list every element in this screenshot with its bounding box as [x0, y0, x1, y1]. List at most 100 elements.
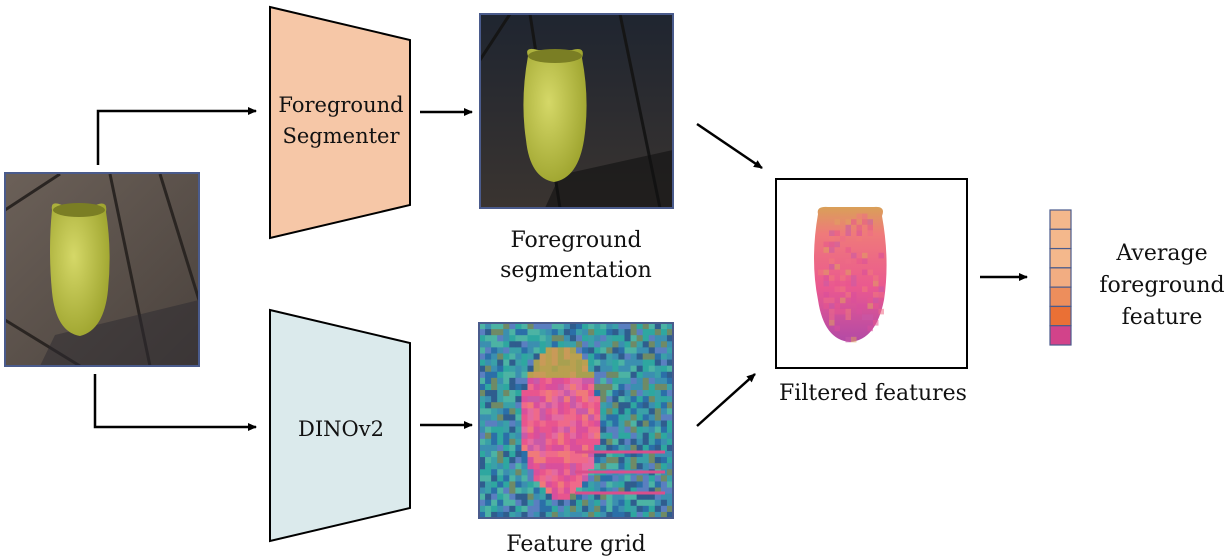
feature-grid-cell	[618, 414, 625, 421]
feature-grid-cell	[545, 499, 553, 507]
feature-grid-cell	[630, 323, 638, 330]
feature-grid-cell	[660, 335, 668, 342]
feature-grid-cell	[606, 499, 613, 507]
feature-grid-cell	[479, 493, 486, 501]
feature-grid-cell	[642, 450, 650, 458]
feature-grid-cell	[569, 450, 577, 458]
feature-grid-cell	[545, 329, 553, 336]
feature-grid-cell	[612, 444, 619, 452]
feature-grid-cell	[618, 463, 625, 470]
feature-grid-cell	[509, 450, 516, 458]
feature-grid-cell	[485, 353, 492, 360]
feature-grid-cell	[654, 457, 662, 464]
feature-grid-cell	[636, 353, 644, 360]
feature-grid-cell	[666, 432, 673, 440]
feature-grid-cell	[642, 487, 650, 495]
feature-grid-cell	[642, 444, 650, 452]
feature-grid-cell	[503, 457, 510, 464]
feature-grid-cell	[563, 390, 571, 397]
feature-grid-cell	[648, 371, 656, 379]
feature-grid-cell	[636, 335, 644, 342]
feature-grid-cell	[533, 420, 541, 427]
feature-grid-cell	[582, 341, 589, 348]
feature-grid-cell	[491, 511, 498, 518]
feature-grid-cell	[588, 329, 595, 336]
feature-grid-cell	[479, 323, 486, 330]
feature-grid-cell	[479, 420, 486, 427]
feature-grid-cell	[509, 371, 516, 379]
feature-grid-cell	[642, 377, 650, 385]
feature-grid-cell	[539, 371, 547, 379]
segmentation-image	[480, 14, 673, 208]
feature-grid-cell	[660, 390, 668, 397]
feature-grid-cell	[515, 341, 522, 348]
feature-grid-cell	[636, 371, 644, 379]
feature-grid-cell	[630, 390, 638, 397]
feature-grid-cell	[479, 499, 486, 507]
feature-grid-cell	[545, 432, 553, 440]
feature-grid-cell	[582, 359, 589, 367]
feature-grid-cell	[594, 438, 601, 446]
feature-grid-cell	[491, 347, 498, 354]
feature-grid-cell	[666, 365, 673, 373]
feature-grid-cell	[557, 347, 565, 354]
feature-grid-cell	[539, 457, 547, 464]
feature-grid-cell	[588, 438, 595, 446]
arrow-input-to-segmenter	[96, 107, 257, 165]
feature-grid-cell	[527, 341, 534, 348]
feature-grid-cell	[630, 505, 638, 513]
feature-grid-cell	[545, 365, 553, 373]
feature-grid-cell	[594, 359, 601, 367]
feature-grid-cell	[533, 335, 541, 342]
feature-grid-cell	[612, 505, 619, 513]
feature-grid-cell	[600, 487, 607, 495]
feature-grid-cell	[527, 359, 534, 367]
feature-grid-cell	[539, 487, 547, 495]
feature-grid-cell	[624, 475, 631, 482]
feature-grid-cell	[527, 365, 534, 373]
feature-grid-cell	[551, 481, 559, 488]
feature-grid-cell	[624, 481, 631, 488]
feature-grid-cell	[594, 347, 601, 354]
feature-grid-cell	[515, 371, 522, 379]
feature-grid-cell	[624, 493, 631, 501]
feature-grid-cell	[630, 420, 638, 427]
feature-grid-cell	[582, 329, 589, 336]
feature-grid-cell	[497, 414, 504, 421]
feature-grid-cell	[618, 505, 625, 513]
feature-grid-cell	[515, 359, 522, 367]
feature-grid-cell	[521, 444, 528, 452]
filtered-feature-cell	[856, 258, 862, 264]
feature-grid-cell	[491, 414, 498, 421]
feature-grid-cell	[551, 444, 559, 452]
filtered-feature-cell	[840, 297, 846, 304]
feature-grid-cell	[660, 353, 668, 360]
feature-grid-cell	[600, 463, 607, 470]
feature-grid-cell	[533, 469, 541, 476]
filtered-feature-cell	[856, 303, 862, 309]
feature-grid-cell	[479, 353, 486, 360]
feature-grid-cell	[491, 402, 498, 409]
feature-grid-cell	[594, 414, 601, 421]
filtered-feature-cell	[856, 308, 862, 315]
feature-grid-cell	[630, 450, 638, 458]
feature-grid-cell	[594, 335, 601, 342]
feature-grid-cell	[533, 353, 541, 360]
feature-grid-cell	[618, 432, 625, 440]
feature-grid-cell	[569, 432, 577, 440]
feature-grid-cell	[600, 505, 607, 513]
feature-grid-cell	[612, 511, 619, 518]
feature-grid-cell	[666, 420, 673, 427]
feature-grid-cell	[515, 323, 522, 330]
feature-grid-cell	[624, 426, 631, 434]
feature-grid-cell	[497, 426, 504, 434]
dinov2-label: DINOv2	[298, 417, 384, 441]
feature-grid-cell	[660, 420, 668, 427]
feature-grid-cell	[539, 432, 547, 440]
feature-grid-cell	[533, 457, 541, 464]
feature-grid-cell	[509, 377, 516, 385]
feature-grid-cell	[527, 493, 534, 501]
feature-grid-cell	[654, 396, 662, 403]
feature-grid-cell	[497, 432, 504, 440]
feature-grid-cell	[666, 450, 673, 458]
